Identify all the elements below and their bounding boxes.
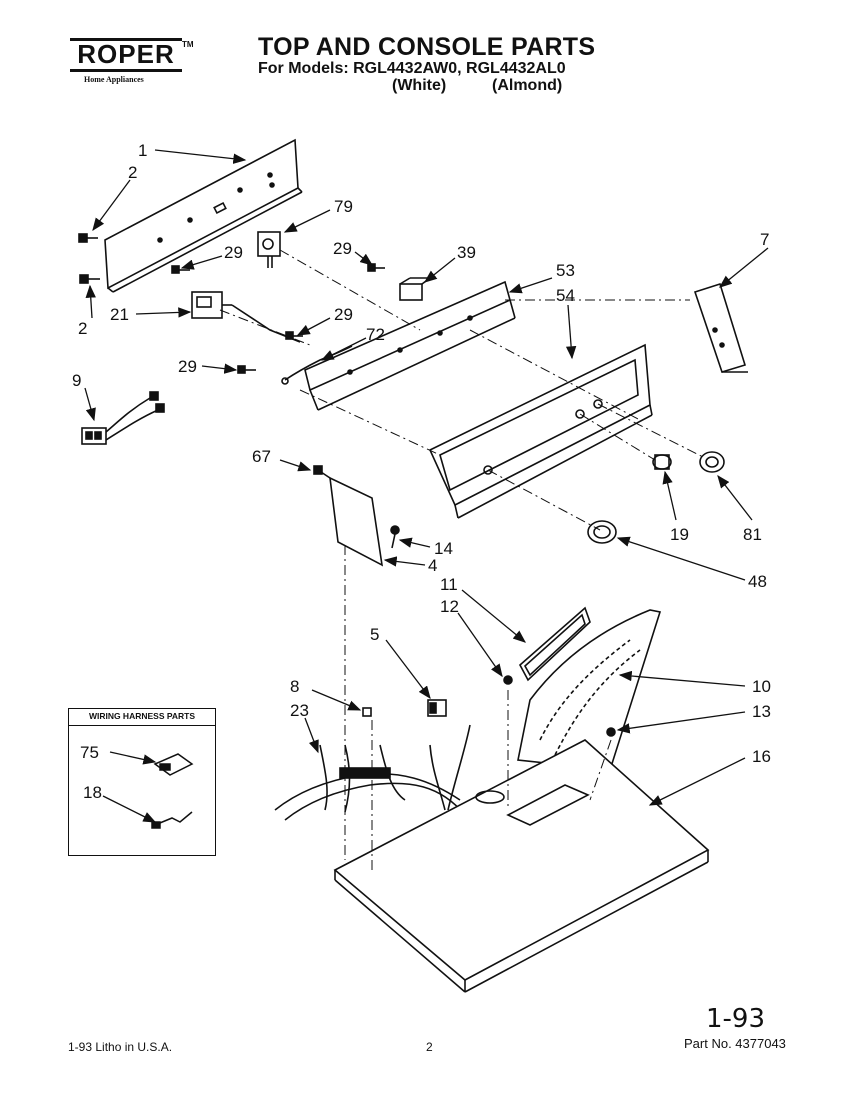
callout-75: 75 <box>80 743 99 762</box>
part-16-dryer-top <box>333 739 710 993</box>
callout-21: 21 <box>110 305 129 324</box>
callout-29-c: 29 <box>334 305 353 324</box>
color-almond: (Almond) <box>492 77 563 94</box>
callout-72: 72 <box>366 325 385 344</box>
part-29-screw-a <box>171 265 190 274</box>
callout-11: 11 <box>440 575 458 594</box>
callout-67: 67 <box>252 447 271 466</box>
litho-note: 1-93 Litho in U.S.A. <box>68 1040 173 1054</box>
callout-29-a: 29 <box>224 243 243 262</box>
callout-14: 14 <box>434 539 453 558</box>
callout-19: 19 <box>670 525 689 544</box>
leader-lines <box>84 149 769 823</box>
callout-5: 5 <box>370 625 379 644</box>
part-29-screw-c <box>285 331 303 340</box>
handwritten-date: 1-93 <box>706 1004 766 1034</box>
logo-brand: ROPER <box>77 39 175 69</box>
part-53-console-frame <box>304 280 516 411</box>
part-7-end-cap <box>693 282 748 373</box>
part-75-connector <box>153 753 194 776</box>
part-54-console <box>428 343 653 519</box>
callout-13: 13 <box>752 702 771 721</box>
part-29-screw-b <box>367 263 385 272</box>
callout-81: 81 <box>743 525 762 544</box>
callout-12: 12 <box>440 597 459 616</box>
callout-53: 53 <box>556 261 575 280</box>
callout-9: 9 <box>72 371 81 390</box>
part-23-wiring-harness <box>274 724 471 821</box>
part-19-knob <box>652 454 672 470</box>
part-number: Part No. 4377043 <box>684 1036 786 1051</box>
page-title: TOP AND CONSOLE PARTS <box>258 33 596 61</box>
part-13-screw <box>606 727 616 737</box>
callout-16: 16 <box>752 747 771 766</box>
part-79-switch <box>257 231 281 268</box>
part-10-lint-chute <box>517 609 662 771</box>
callout-48: 48 <box>748 572 767 591</box>
page-number: 2 <box>426 1040 433 1054</box>
callout-10: 10 <box>752 677 771 696</box>
logo-trademark: TM <box>182 40 194 49</box>
logo-frame <box>70 38 182 72</box>
inset-title: WIRING HARNESS PARTS <box>68 708 216 726</box>
models-line: For Models: RGL4432AW0, RGL4432AL0 <box>258 60 566 77</box>
part-48-knob <box>587 520 617 544</box>
part-72-wire <box>281 345 353 385</box>
part-1-rear-panel <box>104 138 303 293</box>
part-2-screw-lower <box>79 274 100 284</box>
callout-labels: 1 2 2 79 29 29 39 7 53 54 21 29 72 29 9 … <box>72 141 771 802</box>
callout-39: 39 <box>457 243 476 262</box>
color-white: (White) <box>392 77 447 94</box>
part-9-harness <box>81 391 165 445</box>
part-2-screw <box>78 233 98 243</box>
callout-1: 1 <box>138 141 147 160</box>
alignment-lines <box>219 249 706 870</box>
part-4-bracket <box>317 469 384 567</box>
callout-2: 2 <box>128 163 137 182</box>
callout-4: 4 <box>428 556 437 575</box>
part-81-knob <box>699 451 725 473</box>
callout-29-b: 29 <box>333 239 352 258</box>
callout-7: 7 <box>760 230 769 249</box>
part-5-block <box>427 699 447 717</box>
callout-29-d: 29 <box>178 357 197 376</box>
part-67-clip <box>313 465 323 475</box>
callout-54: 54 <box>556 286 575 305</box>
callout-18: 18 <box>83 783 102 802</box>
part-8-clip <box>362 707 372 717</box>
callout-2-lower: 2 <box>78 319 87 338</box>
part-14-screw <box>390 525 400 549</box>
callout-23: 23 <box>290 701 309 720</box>
roper-logo: ROPER TM Home Appliances <box>70 38 194 88</box>
callout-79: 79 <box>334 197 353 216</box>
part-12-screw <box>503 675 513 685</box>
wiring-harness-inset <box>68 708 216 856</box>
part-18-terminal <box>151 811 193 829</box>
part-29-screw-d <box>237 365 256 374</box>
part-11-filter-housing <box>518 606 591 682</box>
part-21-timer <box>191 291 301 343</box>
callout-8: 8 <box>290 677 299 696</box>
logo-subtitle: Home Appliances <box>84 75 144 84</box>
